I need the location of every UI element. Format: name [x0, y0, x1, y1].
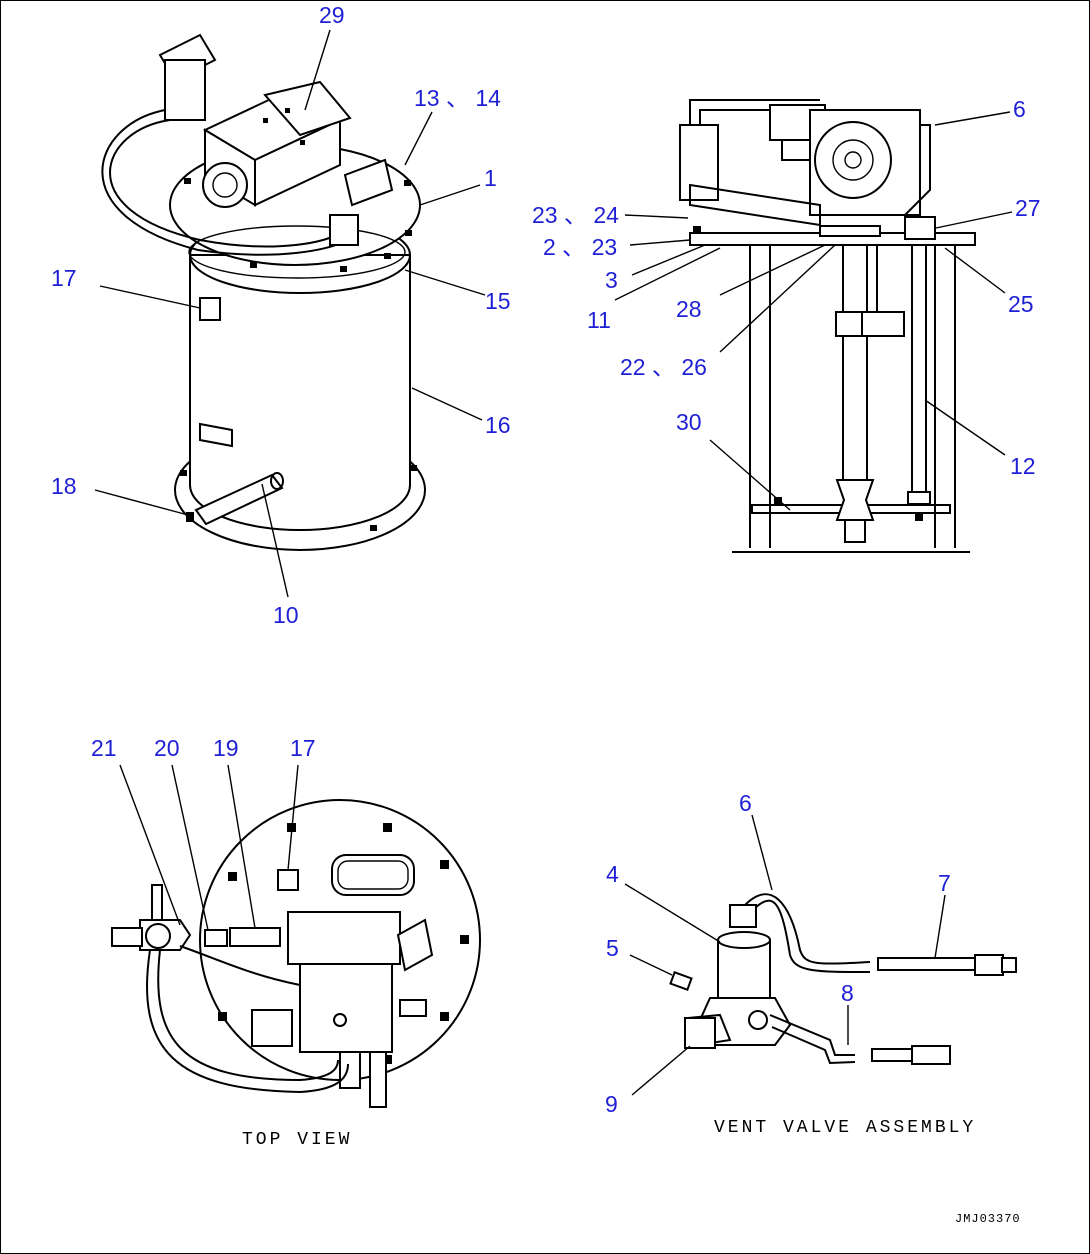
side-fitting [199, 297, 221, 321]
callout-7: 7 [938, 870, 951, 896]
name-plate [199, 422, 233, 448]
callout-15: 15 [485, 288, 511, 314]
callout-3: 3 [605, 267, 618, 293]
top-solenoid [251, 1009, 293, 1047]
tank-cylinder [189, 254, 411, 531]
callout-27: 27 [1015, 195, 1041, 221]
top-hose [109, 119, 336, 248]
callout-1: 1 [484, 165, 497, 191]
callout-28: 28 [676, 296, 702, 322]
solenoid-a [164, 59, 206, 121]
drawing-code: JMJ03370 [955, 1212, 1021, 1226]
callout-17-top: 17 [290, 735, 316, 761]
tank-side-view [614, 99, 1013, 553]
drain-pipe [194, 473, 284, 526]
callout-6: 6 [1013, 96, 1026, 122]
vent-valve-view [624, 814, 1017, 1096]
callout-11: 11 [587, 307, 611, 333]
valve-29 [263, 80, 352, 137]
callout-16: 16 [485, 412, 511, 438]
caption-top-view: TOP VIEW [242, 1130, 353, 1150]
callout-22-26: 22 、 26 [620, 354, 707, 380]
callout-19: 19 [213, 735, 239, 761]
callout-4: 4 [606, 861, 619, 887]
caption-vent-valve-assembly: VENT VALVE ASSEMBLY [714, 1118, 977, 1138]
top-view [111, 764, 481, 1108]
connector-box [329, 214, 359, 246]
top-valve-b [299, 963, 393, 1053]
callout-2-23: 2 、 23 [543, 234, 618, 260]
motor-cap [202, 162, 248, 208]
callout-8: 8 [841, 980, 854, 1006]
callout-17: 17 [51, 265, 77, 291]
tank-assembly-view [94, 29, 486, 598]
callout-12: 12 [1010, 453, 1036, 479]
callout-10: 10 [273, 602, 299, 628]
callout-29: 29 [319, 2, 345, 28]
callout-25: 25 [1008, 291, 1034, 317]
callout-30: 30 [676, 409, 702, 435]
callout-13-14: 13 、 14 [414, 85, 501, 111]
callout-5: 5 [606, 935, 619, 961]
callout-21: 21 [91, 735, 117, 761]
callout-6-vent: 6 [739, 790, 752, 816]
callout-23-24: 23 、 24 [532, 202, 619, 228]
top-valve-a [287, 911, 401, 965]
callout-18: 18 [51, 473, 77, 499]
callout-20: 20 [154, 735, 180, 761]
callout-9: 9 [605, 1091, 618, 1117]
